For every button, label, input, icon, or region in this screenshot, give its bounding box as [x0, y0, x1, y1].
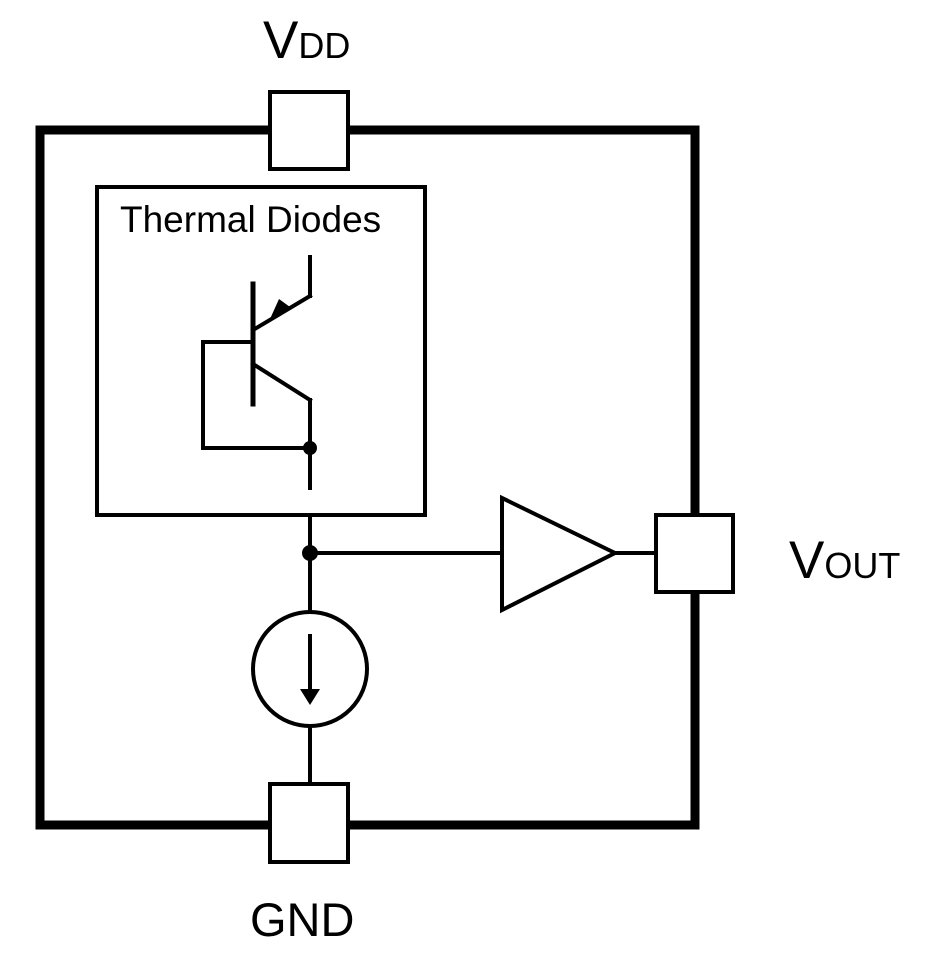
package-outline: [35, 125, 700, 830]
vout-pin: [654, 513, 735, 594]
current-source-symbol: [251, 610, 369, 728]
vdd-label: VDD: [263, 11, 350, 70]
vout-label: VOUT: [789, 531, 900, 590]
thermal-diodes-label: Thermal Diodes: [120, 199, 381, 240]
junction-dot: [303, 441, 317, 455]
buffer-amplifier: [500, 494, 620, 614]
transistor-symbol: [201, 255, 317, 490]
current-arrow: [300, 689, 320, 705]
junction-dot: [302, 545, 318, 561]
emitter-arrow: [270, 299, 290, 319]
gnd-pin: [268, 782, 350, 864]
vdd-pin: [268, 90, 350, 171]
thermal-diodes-block: [95, 185, 427, 517]
gnd-label: GND: [250, 893, 354, 946]
